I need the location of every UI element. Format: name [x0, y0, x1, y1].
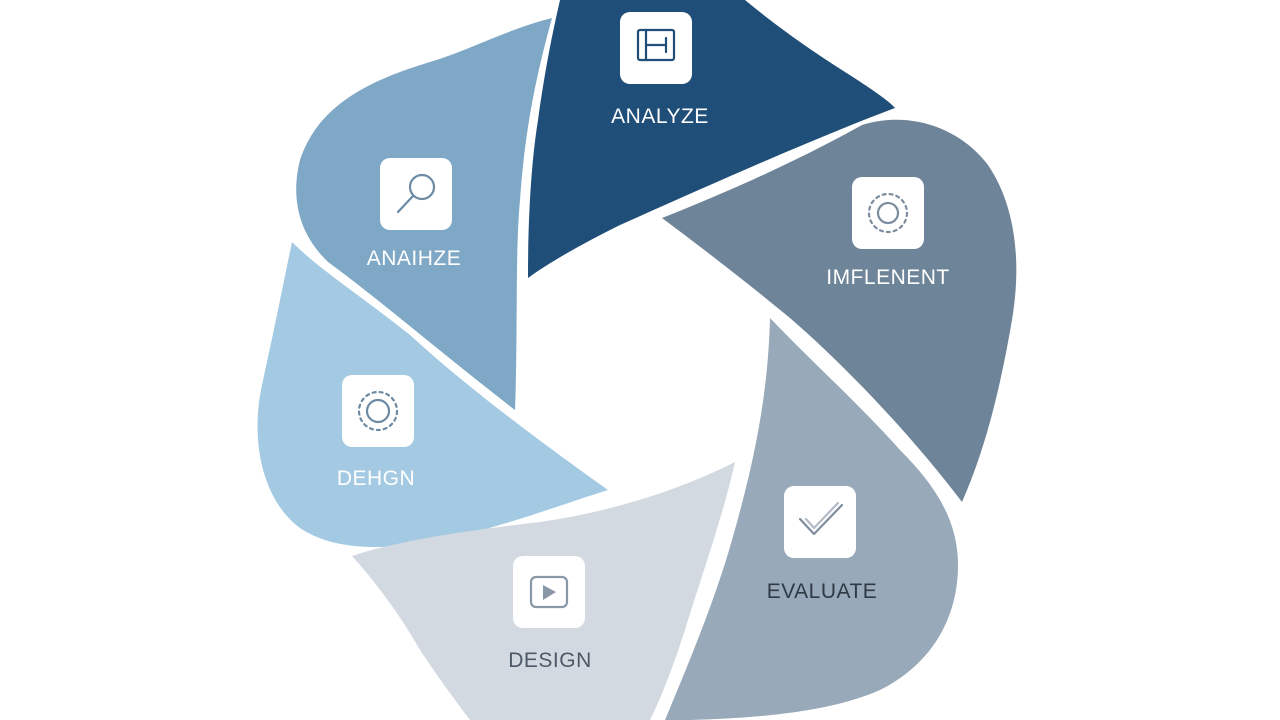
segment-analyze-top: ANALYZE: [528, 0, 895, 278]
blueprint-icon-tile: [620, 12, 692, 84]
magnifier-icon-tile: [380, 158, 452, 230]
gear-icon-tile: [342, 375, 414, 447]
segment-label: ANAIHZE: [367, 247, 462, 270]
segment-design-left-shape: [257, 242, 608, 548]
gear-icon: [357, 390, 399, 432]
checkmark-icon: [798, 501, 844, 536]
segment-label: DEHGN: [337, 467, 415, 490]
segment-analyze-top-shape: [528, 0, 895, 278]
magnifier-icon: [396, 173, 436, 214]
gear-icon-tile: [852, 177, 924, 249]
segment-evaluate: EVALUATE: [665, 318, 958, 720]
segment-design-left: DEHGN: [257, 242, 608, 548]
blueprint-icon: [636, 28, 676, 62]
play-icon: [529, 575, 569, 609]
segment-implement: IMFLENENT: [662, 119, 1017, 502]
segment-implement-shape: [662, 119, 1017, 502]
segment-design-bottom: DESIGN: [352, 462, 735, 720]
segment-analyze-left: ANAIHZE: [296, 18, 552, 410]
gear-icon: [867, 192, 909, 234]
segment-label: ANALYZE: [611, 105, 709, 128]
segment-label: IMFLENENT: [826, 266, 950, 289]
segment-label: DESIGN: [508, 649, 592, 672]
segment-label: EVALUATE: [767, 580, 878, 603]
